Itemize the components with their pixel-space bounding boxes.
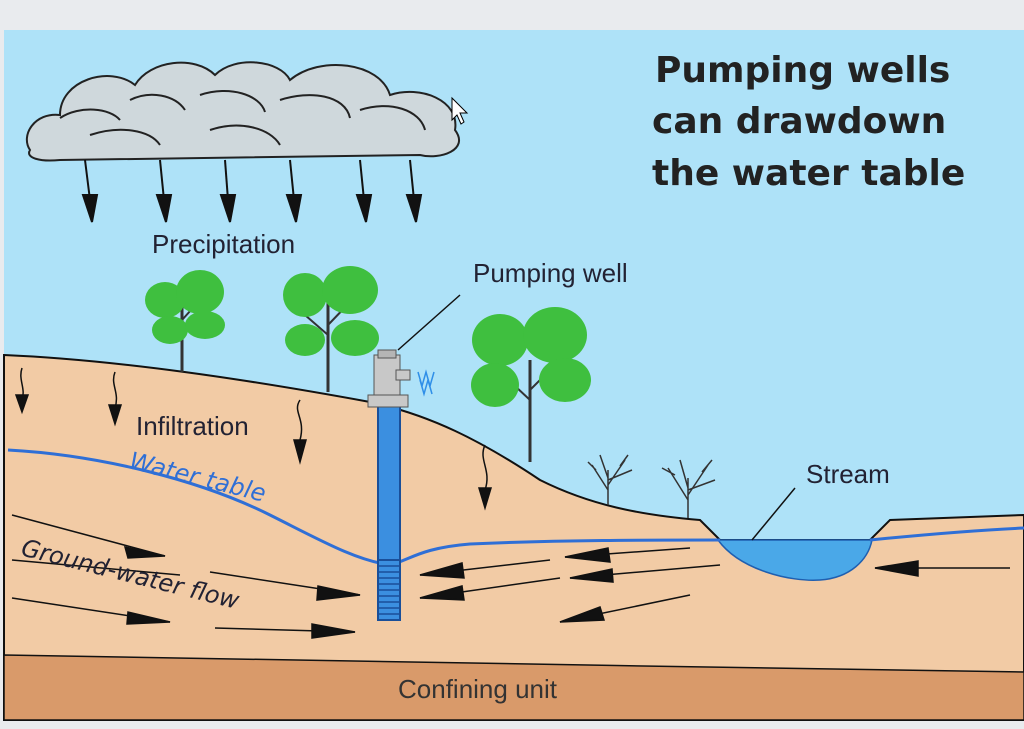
rain-arrow-icon [219, 194, 237, 223]
bare-shrub-icon [661, 459, 716, 518]
stream-water [716, 539, 873, 581]
flow-arrow-icon [126, 611, 171, 625]
title-line-2: can drawdown [652, 101, 946, 142]
stream-label: Stream [806, 459, 890, 489]
rain-arrow-icon [405, 194, 423, 223]
tree-icon [283, 266, 379, 392]
pumping-well-leader [397, 294, 461, 351]
pumping-well-label: Pumping well [473, 258, 628, 288]
flow-arrow-icon [419, 585, 465, 601]
flow-arrow-icon [569, 568, 614, 583]
infiltration-label: Infiltration [136, 411, 249, 441]
title-line-3: the water table [652, 153, 965, 194]
flow-arrow-icon [123, 545, 166, 559]
stream-leader [751, 487, 796, 541]
rain-arrow-icon [285, 194, 303, 223]
flow-arrow-icon [311, 623, 356, 639]
tree-icon [471, 307, 591, 462]
rain-arrows [81, 159, 423, 223]
precipitation-label: Precipitation [152, 229, 295, 259]
flow-arrow-icon [419, 562, 465, 579]
rain-arrow-icon [81, 194, 99, 223]
bare-shrub-icon [587, 454, 633, 505]
title-line-1: Pumping wells [655, 50, 950, 91]
flow-arrow-icon [874, 560, 919, 577]
well-pump-icon [367, 349, 435, 621]
mouse-cursor-icon [451, 96, 469, 125]
rain-arrow-icon [155, 194, 173, 223]
cloud-icon [25, 61, 460, 162]
confining-unit [3, 654, 1024, 721]
flow-arrow-icon [564, 547, 611, 563]
flow-arrow-icon [559, 606, 606, 623]
flow-lines [11, 514, 1010, 639]
confining-unit-label: Confining unit [398, 674, 558, 704]
infiltration-arrows [14, 367, 493, 511]
tree-icon [145, 270, 225, 372]
rain-arrow-icon [355, 194, 373, 223]
flow-arrow-icon [316, 585, 361, 601]
